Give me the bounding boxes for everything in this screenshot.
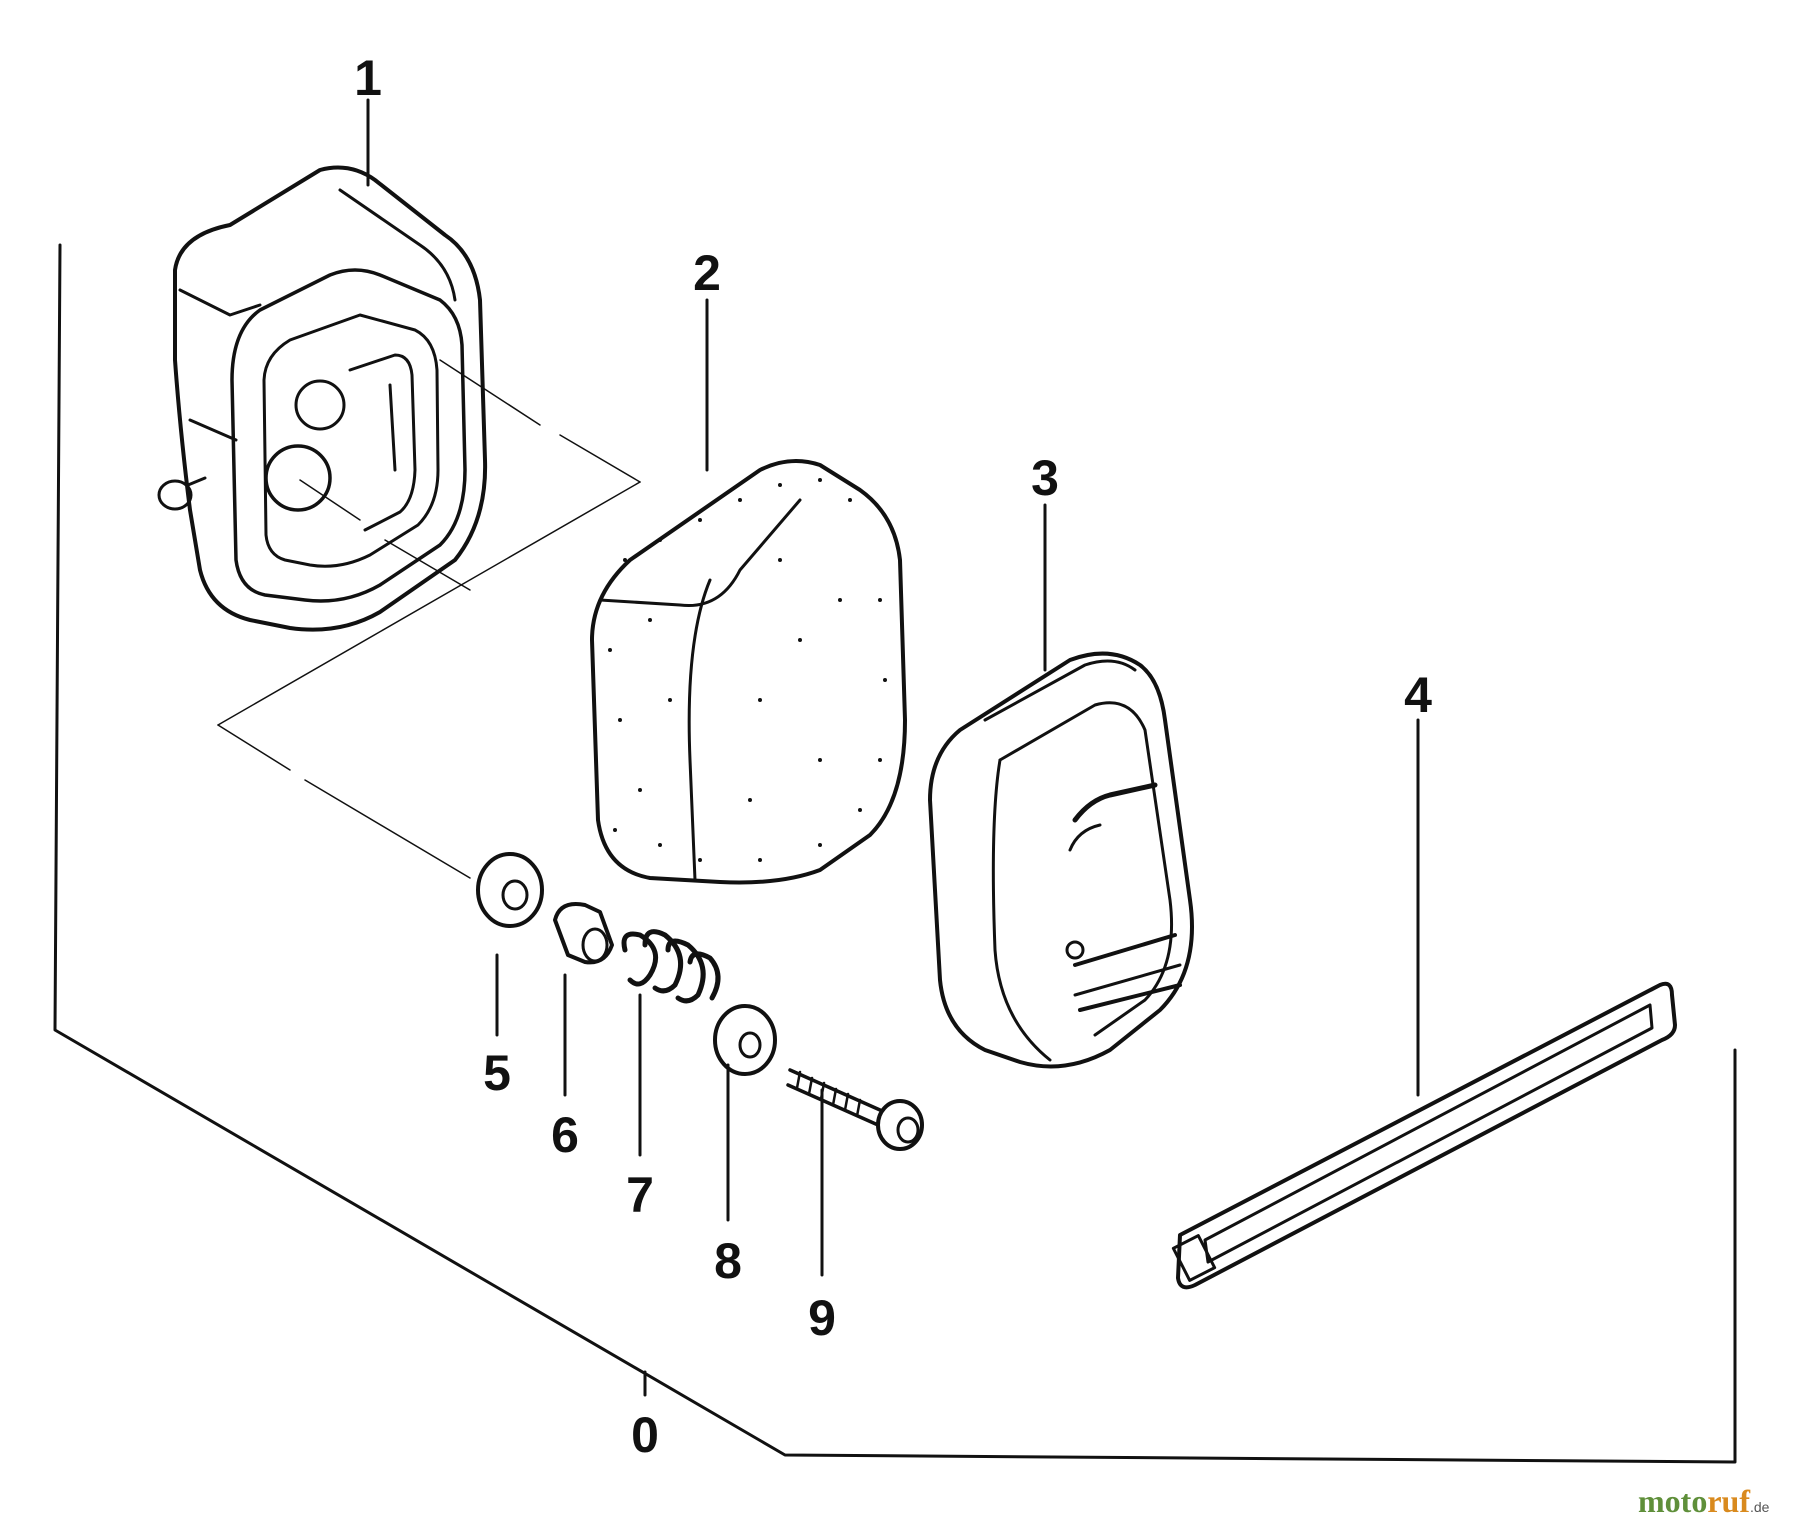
part-5-washer: [476, 852, 544, 928]
callout-8: 8: [714, 1233, 742, 1289]
assembly-guide-lines: [217, 359, 641, 879]
callout-0: 0: [631, 1407, 659, 1463]
callout-7: 7: [626, 1167, 654, 1223]
part-4-gasket-strip: [1171, 981, 1677, 1290]
assembly-bracket: [53, 243, 1737, 1464]
part-1-air-filter-housing: [157, 165, 488, 632]
callout-4: 4: [1404, 667, 1432, 723]
callout-5: 5: [483, 1045, 511, 1101]
leader-lines: [366, 98, 1420, 1277]
watermark-text: motoruf.de: [1638, 1483, 1770, 1519]
part-3-filter-cover: [928, 651, 1194, 1069]
part-2-foam-filter: [590, 459, 907, 885]
foam-texture: [608, 478, 887, 862]
callout-3: 3: [1031, 450, 1059, 506]
part-9-screw: [786, 1068, 924, 1151]
watermark-logo: motoruf.de: [1638, 1483, 1770, 1519]
part-8-washer: [713, 1004, 777, 1076]
callout-6: 6: [551, 1107, 579, 1163]
part-6-spacer-sleeve: [553, 902, 614, 965]
part-7-spring: [621, 929, 721, 1004]
callout-9: 9: [808, 1290, 836, 1346]
callout-2: 2: [693, 245, 721, 301]
callout-1: 1: [354, 50, 382, 106]
